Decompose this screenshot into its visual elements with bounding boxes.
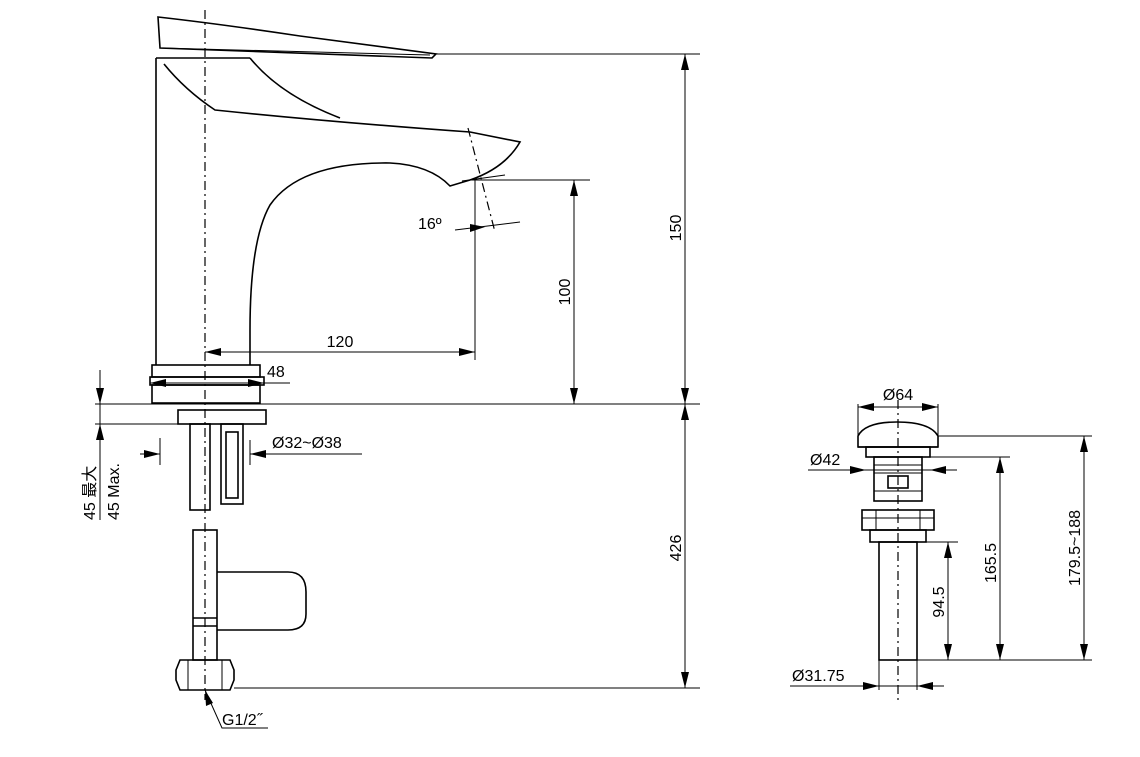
dim-16deg: 16º (418, 216, 442, 233)
dim-32-38: Ø32~Ø38 (272, 435, 342, 452)
mount-plate (177, 409, 267, 425)
drain-dimensions: Ø64 Ø42 94.5 165.5 179.5~188 Ø31.75 (790, 387, 1092, 690)
dim-45-max-en: 45 Max. (106, 463, 123, 520)
hose-nut (175, 659, 235, 691)
dim-426: 426 (668, 535, 685, 562)
dim-42: Ø42 (810, 452, 840, 469)
dim-64: Ø64 (883, 387, 913, 404)
dim-94-5: 94.5 (931, 586, 948, 617)
faucet-dimensions: 150 426 100 120 48 16º Ø32~Ø38 (81, 53, 700, 729)
dim-150: 150 (668, 215, 685, 242)
dim-100: 100 (557, 279, 574, 306)
dim-31-75: Ø31.75 (792, 668, 845, 685)
dim-165-5: 165.5 (983, 543, 1000, 583)
faucet-base (149, 376, 265, 386)
dim-g12: G1/2˝ (222, 712, 264, 729)
hose-clip (217, 571, 307, 631)
faucet-spout (249, 162, 471, 365)
faucet-drawing (149, 10, 522, 700)
faucet-body (155, 57, 250, 365)
drain-drawing (857, 400, 939, 700)
dim-48: 48 (267, 364, 285, 381)
dim-45-max-cn: 45 最大 (81, 466, 99, 520)
drain-cap (857, 421, 939, 448)
dim-120: 120 (327, 334, 354, 351)
dim-179-188: 179.5~188 (1067, 510, 1084, 586)
